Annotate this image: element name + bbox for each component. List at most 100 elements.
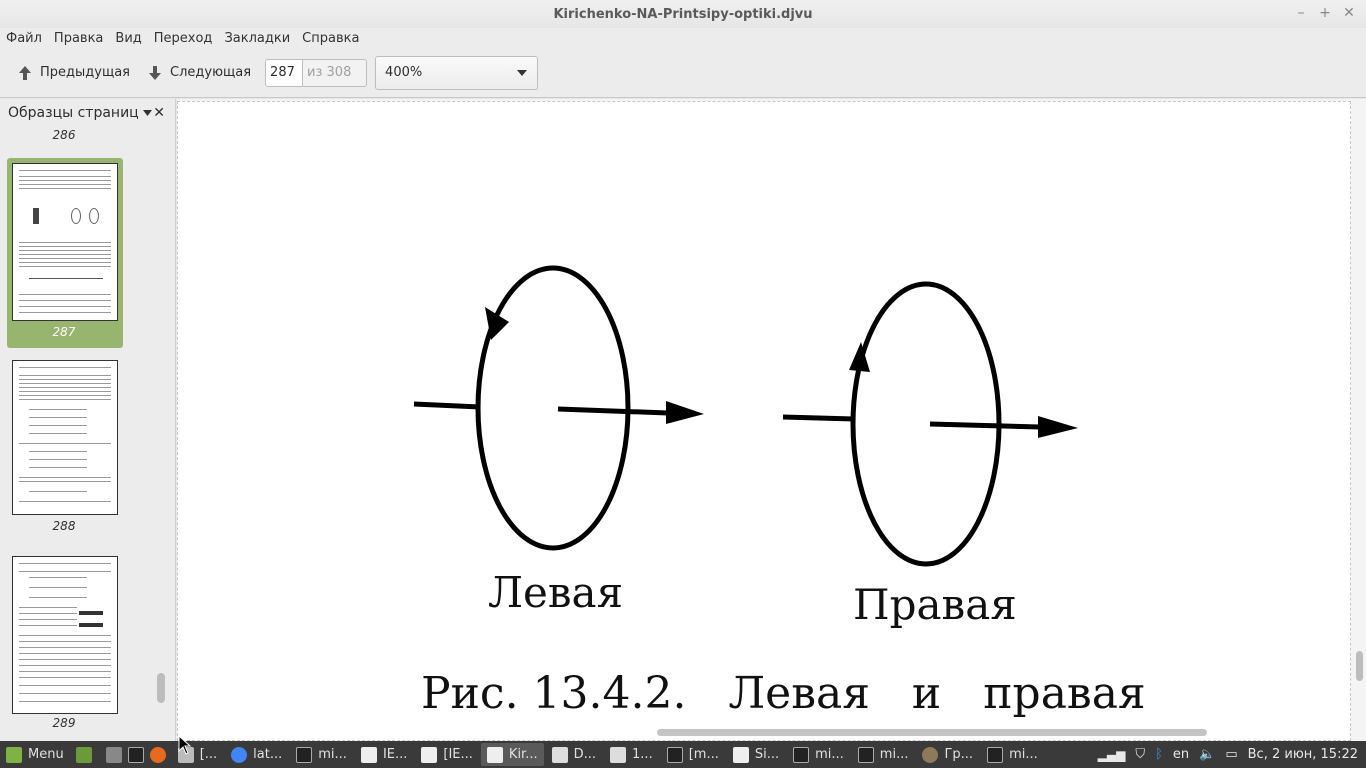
network-signal-icon[interactable]: ▂▄▆	[1097, 747, 1126, 762]
sidebar-title: Образцы страниц	[8, 105, 139, 121]
taskbar-window[interactable]: Гр...	[916, 743, 979, 766]
document-icon	[486, 746, 503, 763]
chevron-down-icon	[142, 110, 152, 116]
menu-edit[interactable]: Правка	[53, 30, 104, 46]
vertical-scrollbar[interactable]	[1354, 99, 1364, 719]
keyboard-layout[interactable]: en	[1172, 747, 1190, 762]
document-icon	[360, 746, 377, 763]
window-controls: – + ✕	[1292, 4, 1358, 22]
taskbar-window-label: Kir...	[508, 747, 538, 762]
taskbar-window-label: mi...	[879, 747, 909, 762]
figure-label-right: Правая	[853, 580, 1017, 629]
thumbnail-page-288[interactable]	[12, 360, 118, 515]
clock[interactable]: Вс, 2 июн, 15:22	[1247, 747, 1358, 762]
taskbar-window[interactable]: Si...	[727, 743, 785, 766]
tex-icon	[551, 746, 568, 763]
zoom-value: 400%	[385, 65, 423, 80]
figure-label-left: Левая	[488, 568, 624, 617]
maximize-icon[interactable]: +	[1319, 5, 1331, 21]
menu-help[interactable]: Справка	[302, 30, 360, 46]
thumbnail-label: 286	[52, 128, 76, 142]
sidebar-close-icon[interactable]: ✕	[153, 105, 165, 121]
terminal-icon	[857, 746, 874, 763]
left-ellipse	[475, 265, 631, 551]
bluetooth-icon[interactable]: ᛒ	[1155, 747, 1163, 762]
start-menu-button[interactable]: Menu	[0, 743, 70, 766]
firefox-launcher-icon[interactable]	[149, 746, 166, 763]
sidebar-header: Образцы страниц ✕	[0, 99, 175, 127]
tex-icon	[610, 746, 627, 763]
taskbar-window-label: lat...	[253, 747, 283, 762]
taskbar-window-label: mi...	[318, 747, 347, 762]
start-menu-label: Menu	[28, 747, 64, 762]
terminal-launcher-icon[interactable]	[127, 746, 144, 763]
document-icon	[421, 746, 438, 763]
menu-file[interactable]: Файл	[6, 30, 42, 46]
taskbar-window[interactable]: [m...	[661, 743, 725, 766]
page-number-input[interactable]: 287	[265, 58, 304, 87]
page-total: из 308	[303, 58, 368, 87]
thumbnail-label: 288	[52, 519, 76, 533]
taskbar-window-active[interactable]: Kir...	[480, 743, 544, 766]
system-tray: ▂▄▆ ⛉ ᛒ en 🔈 ▭ Вс, 2 июн, 15:22	[1098, 741, 1358, 768]
taskbar-window[interactable]: lat...	[225, 743, 288, 766]
taskbar-window[interactable]: 1...	[604, 743, 659, 766]
taskbar-window[interactable]: mi...	[981, 743, 1044, 766]
arrow-up-icon	[19, 65, 31, 80]
menu-bookmarks[interactable]: Закладки	[224, 30, 291, 46]
gimp-icon	[922, 746, 939, 763]
taskbar-window[interactable]: IE...	[355, 743, 413, 766]
document-icon	[732, 746, 749, 763]
document-page: Левая Правая Рис. 13.4.2. Левая и правая	[177, 101, 1351, 741]
taskbar-window[interactable]: mi...	[787, 743, 850, 766]
sidebar-scrollbar[interactable]	[157, 127, 165, 741]
thumbnail-label: 287	[52, 325, 76, 339]
menu-go[interactable]: Переход	[153, 30, 213, 46]
mint-logo-icon	[6, 746, 22, 763]
toolbar: Предыдущая Следующая 287 из 308 400%	[0, 48, 1366, 98]
taskbar-window-label: Гр...	[944, 747, 974, 762]
chrome-icon	[231, 746, 248, 763]
taskbar-window[interactable]: mi...	[852, 743, 915, 766]
zoom-select[interactable]: 400%	[375, 55, 539, 90]
menu-bar: Файл Правка Вид Переход Закладки Справка	[0, 28, 1366, 48]
terminal-icon	[666, 746, 683, 763]
previous-page-button[interactable]: Предыдущая	[14, 56, 134, 90]
figure-caption: Рис. 13.4.2. Левая и правая	[421, 668, 1146, 719]
taskbar-window-label: [IE...	[443, 747, 473, 762]
chevron-down-icon	[517, 69, 528, 76]
thumbnail-page-289[interactable]	[12, 556, 118, 714]
taskbar-window[interactable]: D...	[546, 743, 602, 766]
files-launcher-icon[interactable]	[105, 746, 122, 763]
menu-view[interactable]: Вид	[115, 30, 142, 46]
taskbar-window-label: mi...	[815, 747, 844, 762]
next-page-label: Следующая	[170, 65, 252, 80]
taskbar-window[interactable]: mi...	[290, 743, 353, 766]
horizontal-scrollbar[interactable]	[657, 729, 1207, 736]
terminal-icon	[296, 746, 313, 763]
close-icon[interactable]: ✕	[1343, 5, 1355, 21]
taskbar-window-label: mi...	[1009, 747, 1038, 762]
thumbnail-list: 286 287 288 289	[0, 127, 166, 741]
taskbar-window-label: [...	[199, 747, 218, 762]
taskbar-window[interactable]: [IE...	[415, 743, 479, 766]
next-page-button[interactable]: Следующая	[144, 56, 255, 90]
taskbar-window-label: IE...	[382, 747, 408, 762]
sidebar-mode-select[interactable]: Образцы страниц	[8, 105, 152, 121]
arrow-down-icon	[149, 65, 161, 80]
previous-page-label: Предыдущая	[40, 65, 130, 80]
taskbar-window-label: [m...	[688, 747, 719, 762]
taskbar-window-label: Si...	[754, 747, 780, 762]
volume-icon[interactable]: 🔈	[1199, 747, 1216, 762]
taskbar-window-label: D...	[573, 747, 597, 762]
document-view: Левая Правая Рис. 13.4.2. Левая и правая	[177, 99, 1366, 741]
taskbar: Menu [... lat... mi... IE... [IE... Kir.…	[0, 741, 1366, 768]
shield-icon[interactable]: ⛉	[1135, 747, 1146, 762]
thumbnail-page-287[interactable]	[12, 163, 118, 321]
terminal-icon	[987, 746, 1004, 763]
thumbnail-label: 289	[52, 716, 76, 730]
figure-drawing	[413, 265, 1078, 567]
minimize-icon[interactable]: –	[1297, 5, 1305, 21]
show-desktop-icon[interactable]	[75, 746, 92, 763]
battery-icon[interactable]: ▭	[1225, 747, 1238, 762]
